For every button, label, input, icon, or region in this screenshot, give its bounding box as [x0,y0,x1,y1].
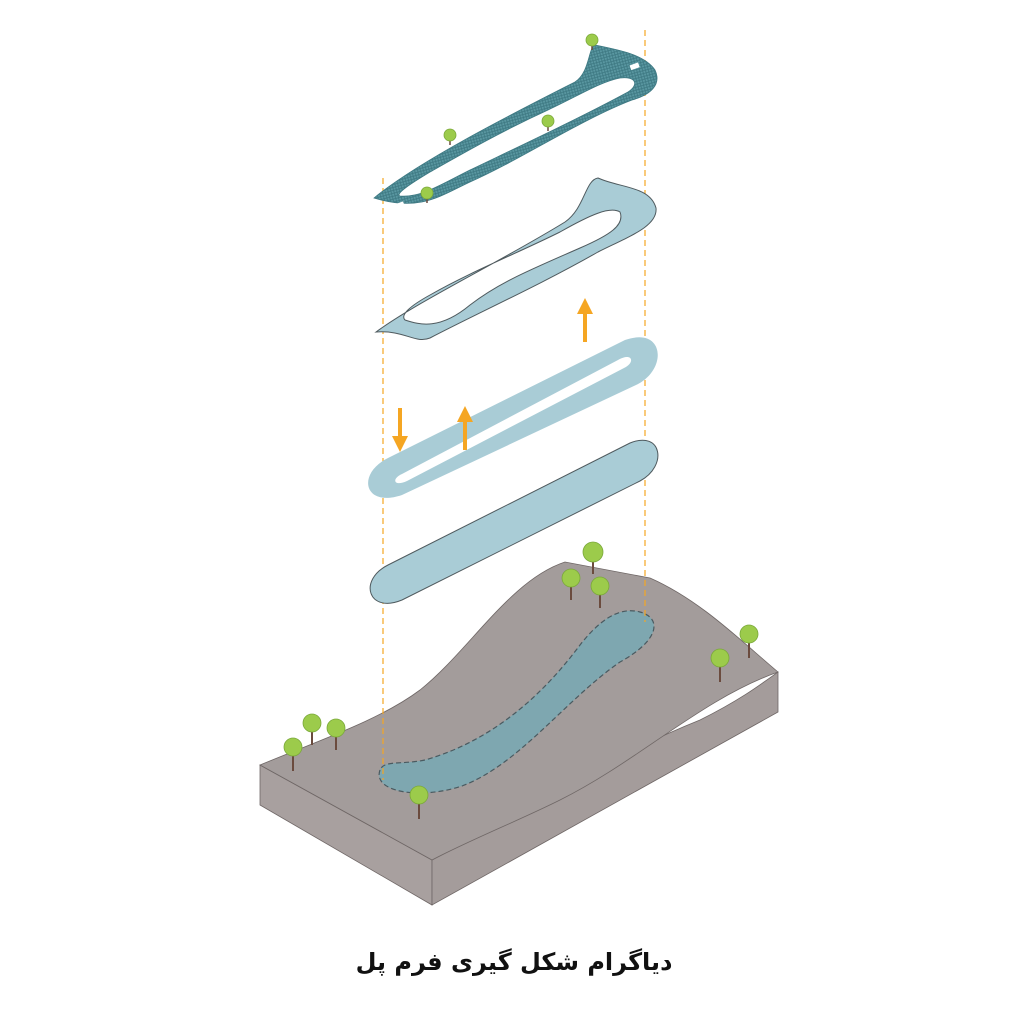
tree-icon [582,541,604,574]
tree-icon [710,648,730,682]
arrow-up-icon [577,298,593,342]
tree-icon [409,785,429,819]
tree-icon [420,186,434,203]
tree-icon [443,128,457,145]
mesh-opening [629,62,640,71]
tree-icon [283,737,303,771]
mesh-opening [394,201,405,210]
tree-icon [585,33,599,50]
tree-icon [541,114,555,131]
tree-icon [302,713,322,745]
terrain-block [259,561,779,906]
ring-slab [368,337,658,498]
tree-icon [326,718,346,750]
tree-icon [590,576,610,608]
arrow-up-icon [457,406,473,450]
arrow-down-icon [392,408,408,452]
trees [283,33,759,819]
diagram-caption: دیاگرام شکل گیری فرم پل [355,948,673,976]
mesh-deck [373,44,658,204]
tree-icon [739,624,759,658]
base-slab [369,439,659,604]
organic-slab [374,177,657,340]
tree-icon [561,568,581,600]
pond [378,610,655,794]
